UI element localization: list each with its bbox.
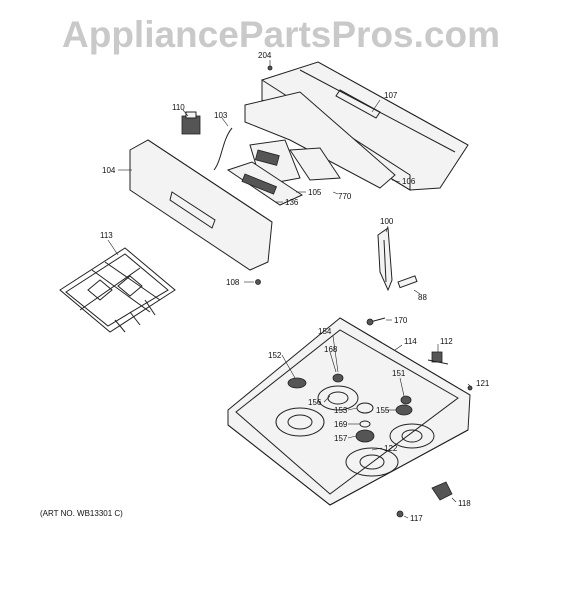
label-105: 105 [308, 188, 322, 197]
control-overlay [226, 161, 304, 206]
label-121: 121 [476, 379, 490, 388]
label-100: 100 [380, 217, 394, 226]
part-labels: 204 107 110 103 104 105 770 106 136 113 … [100, 51, 490, 523]
control-panel [129, 139, 273, 271]
label-107: 107 [384, 91, 398, 100]
side-bracket [377, 227, 393, 292]
label-154: 154 [318, 327, 332, 336]
leader-lines [107, 60, 471, 519]
label-170: 170 [394, 316, 408, 325]
label-104: 104 [102, 166, 116, 175]
valve-bracket [427, 351, 449, 365]
leveling-leg [431, 481, 453, 501]
label-157: 157 [334, 434, 348, 443]
label-168: 168 [324, 345, 338, 354]
burner-grate [59, 247, 176, 333]
burner-parts [287, 373, 413, 443]
label-155: 155 [376, 406, 390, 415]
label-153: 153 [334, 406, 348, 415]
label-110: 110 [172, 103, 185, 112]
watermark: AppliancePartsPros.com [62, 14, 500, 55]
label-136: 136 [285, 198, 299, 207]
label-122: 122 [384, 444, 398, 453]
wire-harness [213, 127, 233, 171]
label-112: 112 [440, 337, 453, 346]
relay-part [181, 111, 201, 135]
screw-108 [255, 279, 261, 285]
label-156: 156 [308, 398, 322, 407]
label-169: 169 [334, 420, 348, 429]
cooktop [227, 317, 471, 506]
label-118: 118 [458, 499, 471, 508]
screw-117 [396, 510, 404, 518]
label-151: 151 [392, 369, 406, 378]
label-106: 106 [402, 177, 416, 186]
art-number: (ART NO. WB13301 C) [40, 509, 123, 518]
label-88: 88 [418, 293, 427, 302]
label-117: 117 [410, 514, 423, 523]
label-204: 204 [258, 51, 272, 60]
screw-170 [366, 317, 386, 326]
label-103: 103 [214, 111, 228, 120]
label-108: 108 [226, 278, 240, 287]
label-152: 152 [268, 351, 282, 360]
label-114: 114 [404, 337, 417, 346]
small-clip [397, 275, 418, 289]
screw-204 [267, 65, 273, 71]
label-113: 113 [100, 231, 113, 240]
backsplash-panel [261, 61, 469, 191]
label-770: 770 [338, 192, 352, 201]
screw-121 [467, 385, 473, 391]
